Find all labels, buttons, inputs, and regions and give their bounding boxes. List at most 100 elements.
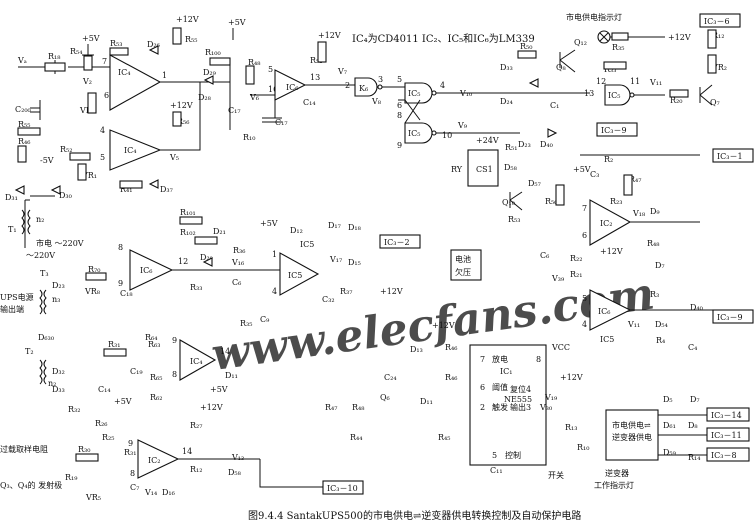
svg-text:IC₆: IC₆ bbox=[140, 266, 153, 275]
svg-text:R₅₀: R₅₀ bbox=[520, 42, 532, 51]
svg-text:RY: RY bbox=[451, 165, 463, 174]
svg-text:R₄₇: R₄₇ bbox=[629, 175, 641, 184]
svg-text:R₇₀: R₇₀ bbox=[88, 265, 100, 274]
svg-text:市电供电⇌: 市电供电⇌ bbox=[612, 420, 651, 430]
svg-text:IC5: IC5 bbox=[300, 240, 314, 249]
svg-text:R₂₀: R₂₀ bbox=[670, 96, 682, 105]
svg-text:IC₃－11: IC₃－11 bbox=[711, 431, 742, 440]
connector-ic3-2: IC₃－2 bbox=[379, 234, 421, 249]
svg-text:9: 9 bbox=[118, 279, 123, 288]
svg-text:触发: 触发 bbox=[492, 402, 508, 412]
svg-text:C₁₈: C₁₈ bbox=[120, 289, 133, 298]
svg-text:D₆₃₀: D₆₃₀ bbox=[38, 333, 54, 342]
svg-text:9: 9 bbox=[397, 141, 402, 150]
svg-text:+24V: +24V bbox=[476, 136, 499, 145]
svg-text:R₁₀: R₁₀ bbox=[577, 443, 589, 452]
svg-text:逆变器供电: 逆变器供电 bbox=[612, 432, 652, 442]
svg-text:+12V: +12V bbox=[176, 15, 199, 24]
svg-text:IC₃－9: IC₃－9 bbox=[601, 126, 627, 135]
svg-text:D₇: D₇ bbox=[655, 261, 665, 270]
figure-caption: 图9.4.4 SantakUPS500的市电供电⇌逆变器供电转换控制及自动保护电… bbox=[248, 509, 581, 522]
svg-text:输出3: 输出3 bbox=[510, 402, 531, 412]
svg-text:V₁₇: V₁₇ bbox=[329, 255, 342, 264]
svg-text:开关: 开关 bbox=[548, 470, 564, 480]
mains-inverter-switch-box: 市电供电⇌ 逆变器供电 D₅ D₇ D₆₁ D₈ D₅₉ R₁₄ bbox=[605, 395, 707, 462]
svg-text:D₃₁: D₃₁ bbox=[5, 193, 18, 202]
svg-text:电池: 电池 bbox=[455, 254, 471, 264]
svg-text:D₅: D₅ bbox=[663, 395, 673, 404]
svg-text:R₂₆: R₂₆ bbox=[95, 419, 107, 428]
svg-text:IC₅: IC₅ bbox=[608, 91, 621, 100]
svg-text:2: 2 bbox=[480, 403, 485, 412]
svg-text:+5V: +5V bbox=[573, 165, 591, 174]
svg-text:8: 8 bbox=[130, 469, 135, 478]
svg-text:+12V: +12V bbox=[200, 403, 223, 412]
svg-text:+12V: +12V bbox=[318, 31, 341, 40]
svg-text:D₂₁: D₂₁ bbox=[213, 227, 226, 236]
svg-text:8: 8 bbox=[118, 243, 123, 252]
svg-text:n₂: n₂ bbox=[48, 379, 56, 388]
svg-text:IC₃－2: IC₃－2 bbox=[384, 238, 410, 247]
connector-ic3-1: IC₃－1 bbox=[712, 148, 754, 163]
svg-text:Q₈: Q₈ bbox=[556, 63, 566, 72]
svg-text:IC₄: IC₄ bbox=[124, 146, 137, 155]
connector-ic3-9-top: IC₃－9 bbox=[596, 122, 638, 137]
svg-text:V₁₈: V₁₈ bbox=[632, 209, 645, 218]
svg-text:IC₅: IC₅ bbox=[408, 129, 421, 138]
svg-text:IC₃－10: IC₃－10 bbox=[327, 484, 358, 493]
svg-text:R₅₆: R₅₆ bbox=[177, 117, 189, 126]
svg-text:R₄₇: R₄₇ bbox=[325, 403, 337, 412]
svg-text:6: 6 bbox=[582, 231, 587, 240]
svg-text:6: 6 bbox=[480, 383, 485, 392]
svg-text:14: 14 bbox=[182, 447, 192, 456]
svg-text:Q₃、Q₄的 发射极: Q₃、Q₄的 发射极 bbox=[0, 480, 62, 490]
svg-text:D₅₄: D₅₄ bbox=[655, 320, 668, 329]
connector-ic3-11: IC₃－11 bbox=[706, 427, 750, 442]
svg-text:R₂₅: R₂₅ bbox=[102, 433, 114, 442]
svg-text:7: 7 bbox=[582, 204, 587, 213]
svg-text:7: 7 bbox=[102, 57, 107, 66]
svg-text:8: 8 bbox=[397, 111, 402, 120]
svg-text:C₉: C₉ bbox=[260, 315, 270, 324]
svg-text:R₅₅: R₅₅ bbox=[185, 35, 197, 44]
svg-text:T₃: T₃ bbox=[40, 269, 49, 278]
svg-text:R₆₂: R₆₂ bbox=[150, 393, 162, 402]
ne555-timer: 7 放电 6 阈值 2 触发 5 控制 IC₁ 复位4 输出3 NE555 VC… bbox=[325, 321, 589, 480]
inverter-indicator: 逆变器 工作指示灯 bbox=[594, 468, 634, 490]
svg-text:V₁₃: V₁₃ bbox=[231, 453, 244, 462]
svg-text:D₁₅: D₁₅ bbox=[348, 258, 361, 267]
svg-text:V₁₁: V₁₁ bbox=[627, 320, 640, 329]
svg-text:n₂: n₂ bbox=[36, 215, 44, 224]
relay-block: +24V RY CS1 R₅₁ D₅₈ D₅₇ Q₁₀ R₅₃ D₄₀ D₂₃ … bbox=[451, 128, 700, 224]
svg-text:NE555: NE555 bbox=[504, 395, 532, 404]
svg-text:C₁₉: C₁₉ bbox=[130, 367, 143, 376]
svg-text:D₅₈: D₅₈ bbox=[228, 468, 241, 477]
svg-text:V₁₆: V₁₆ bbox=[231, 258, 244, 267]
svg-text:n₃: n₃ bbox=[52, 295, 60, 304]
svg-text:+12V: +12V bbox=[668, 33, 691, 42]
svg-text:R₄₆: R₄₆ bbox=[445, 343, 457, 352]
center-top-ic4: R₁₀₀ D₂₈ D₂₉ +5V R₄₈ V₆ 10 C₁₇ R₁₀ C₁₇ I… bbox=[198, 18, 355, 142]
svg-text:VR₈: VR₈ bbox=[84, 287, 100, 296]
svg-text:VR₂: VR₂ bbox=[711, 63, 727, 72]
header-note: IC₄为CD4011 IC₂、IC₅和IC₆为LM339 bbox=[352, 33, 535, 45]
svg-text:C₁₁: C₁₁ bbox=[490, 466, 503, 475]
svg-text:IC₆: IC₆ bbox=[598, 307, 611, 316]
svg-text:10: 10 bbox=[268, 85, 278, 94]
svg-text:R₁₀₁: R₁₀₁ bbox=[180, 208, 196, 217]
svg-text:13: 13 bbox=[584, 89, 594, 98]
svg-text:1: 1 bbox=[162, 71, 167, 80]
svg-text:VR₁: VR₁ bbox=[81, 171, 97, 180]
transformer-t2: T₂ D₃₂ D₃₃ n₂ R₃₂ C₁₄ R₃₁ R₆₃ C₁₉ R₆₅ R₆… bbox=[25, 336, 238, 414]
svg-text:R₂₂: R₂₂ bbox=[570, 254, 582, 263]
svg-text:逆变器: 逆变器 bbox=[605, 468, 629, 478]
svg-text:IC₁: IC₁ bbox=[500, 367, 513, 376]
connector-ic3-8: IC₃－8 bbox=[706, 447, 750, 462]
svg-text:9: 9 bbox=[128, 439, 133, 448]
svg-text:R₄₄: R₄₄ bbox=[350, 433, 362, 442]
svg-text:D₂₀: D₂₀ bbox=[200, 253, 213, 262]
svg-text:Vₐ: Vₐ bbox=[17, 56, 27, 65]
svg-text:7: 7 bbox=[480, 355, 485, 364]
svg-text:D₂₈: D₂₈ bbox=[198, 93, 211, 102]
svg-text:C₂₄: C₂₄ bbox=[384, 373, 397, 382]
